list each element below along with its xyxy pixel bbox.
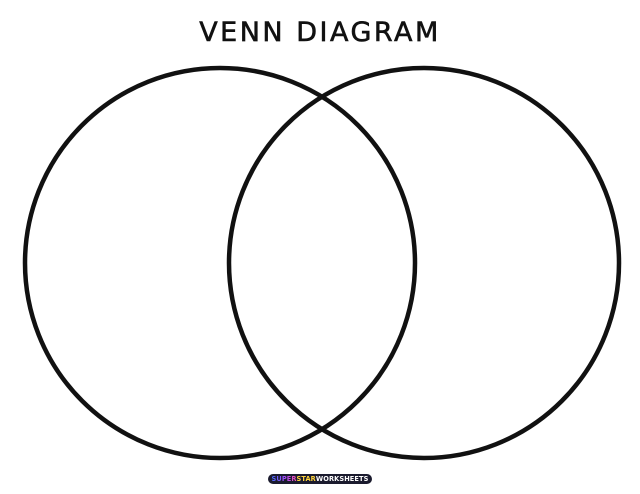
logo-worksheets-text: WORKSHEETS	[315, 475, 369, 483]
page-title: VENN DIAGRAM	[199, 17, 441, 49]
logo-star-text: STAR	[296, 475, 316, 483]
right-circle	[226, 65, 622, 461]
left-circle	[22, 65, 418, 461]
logo-super-text: SUPER	[271, 475, 297, 483]
